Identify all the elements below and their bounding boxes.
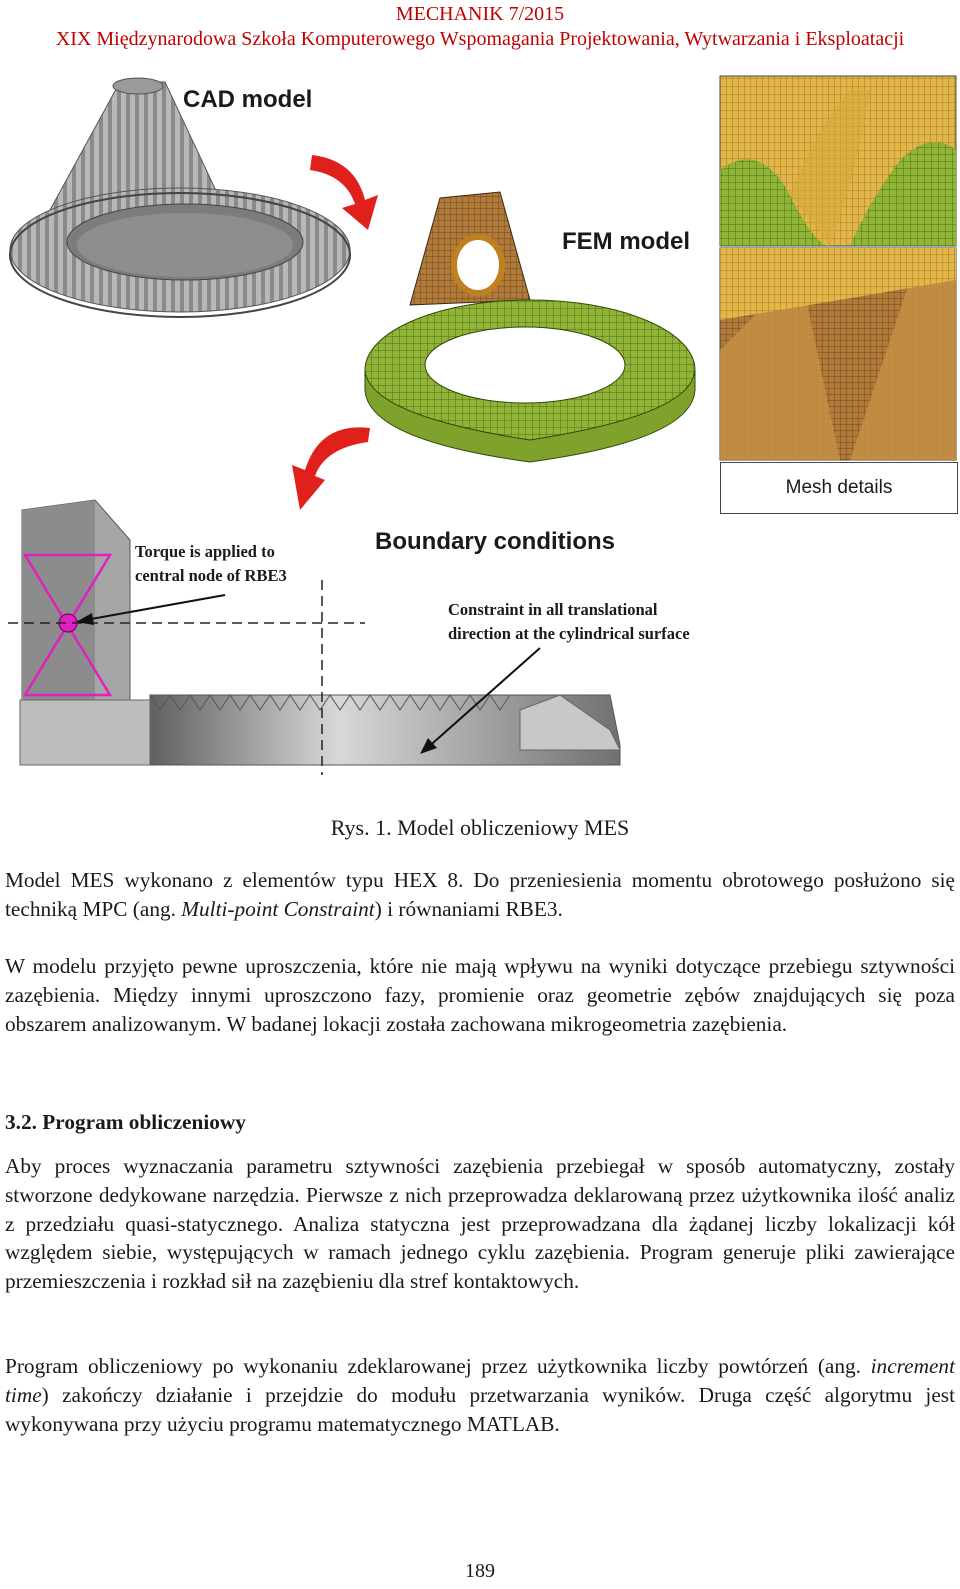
torque-note-line1: Torque is applied to — [135, 542, 275, 561]
paragraph-4-italic: increment time — [5, 1354, 955, 1407]
conference-title: XIX Międzynarodowa Szkoła Komputerowego … — [55, 28, 905, 50]
cad-ring-gear — [9, 187, 351, 318]
bc-pinion-section — [21, 499, 131, 761]
torque-leader-arrow — [79, 594, 226, 622]
arrow-fem-to-bc — [292, 427, 370, 510]
torque-note-line2: central node of RBE3 — [135, 566, 287, 585]
figure-fem-model: CAD model FEM model Mesh details Boundar… — [0, 70, 960, 795]
torque-arrowhead — [76, 613, 94, 625]
constraint-note: Constraint in all translational directio… — [448, 598, 690, 646]
paragraph-1-italic: Multi-point Constraint — [181, 896, 375, 921]
section-heading: 3.2. Program obliczeniowy — [5, 1110, 246, 1134]
arrow-cad-to-fem — [310, 155, 378, 230]
paragraph-4: Program obliczeniowy po wykonaniu zdekla… — [5, 1352, 955, 1438]
constraint-leader-arrow — [424, 647, 541, 751]
fem-model-label: FEM model — [562, 228, 691, 255]
constraint-note-line2: direction at the cylindrical surface — [448, 624, 690, 643]
boundary-conditions-label: Boundary conditions — [375, 528, 615, 555]
bc-axes — [8, 580, 365, 775]
paragraph-1-text-b: ) i równaniami RBE3. — [374, 896, 563, 921]
figure-caption: Rys. 1. Model obliczeniowy MES — [330, 815, 630, 840]
paragraph-1-text-a: Model MES wykonano z elementów typu HEX … — [5, 868, 955, 921]
paragraph-3: Aby proces wyznaczania parametru sztywno… — [5, 1154, 955, 1294]
torque-note: Torque is applied to central node of RBE… — [135, 540, 287, 588]
mesh-detail-top — [719, 75, 957, 247]
paragraph-2: W modelu przyjęto pewne uproszczenia, kt… — [5, 954, 955, 1036]
mesh-detail-bottom — [719, 247, 957, 461]
constraint-note-line1: Constraint in all translational — [448, 600, 658, 619]
journal-issue: MECHANIK 7/2015 — [395, 3, 565, 25]
fem-ring-gear — [364, 299, 696, 463]
mesh-details-label: Mesh details — [720, 462, 958, 514]
cad-model-label: CAD model — [183, 86, 313, 113]
paragraph-4-text-b: ) zakończy działanie i przejdzie do modu… — [5, 1382, 955, 1436]
figure-graphics — [8, 75, 957, 775]
fem-pinion — [409, 191, 531, 306]
bc-ring-section — [19, 694, 621, 766]
page-number: 189 — [465, 1560, 495, 1582]
paragraph-4-text-a: Program obliczeniowy po wykonaniu zdekla… — [5, 1354, 871, 1378]
paragraph-1: Model MES wykonano z elementów typu HEX … — [5, 866, 955, 924]
page-header: MECHANIK 7/2015 XIX Międzynarodowa Szkoł… — [0, 2, 960, 52]
constraint-arrowhead — [420, 738, 437, 754]
